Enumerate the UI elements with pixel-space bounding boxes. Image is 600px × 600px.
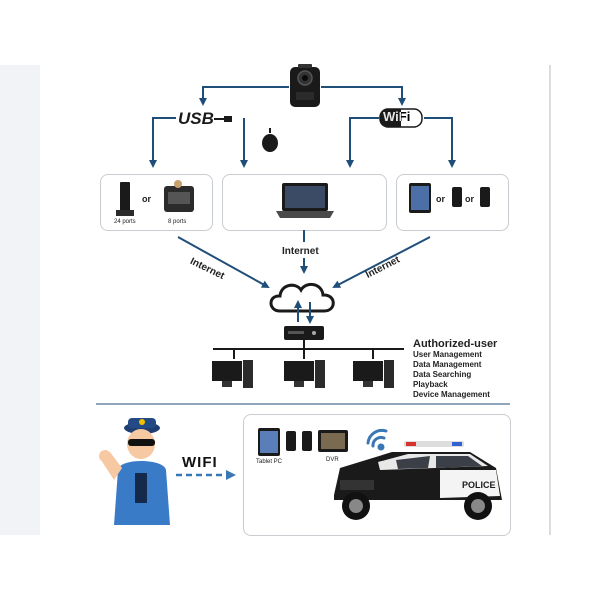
charger-icon bbox=[262, 128, 278, 152]
lower-tablet-icon bbox=[258, 428, 280, 456]
tablet-pc-label: Tablet PC bbox=[256, 459, 283, 465]
docking-left-label: 24 ports bbox=[114, 219, 136, 225]
dvr-icon bbox=[318, 430, 348, 452]
docking-right-label: 8 ports bbox=[168, 219, 187, 225]
cloud-icon bbox=[269, 282, 335, 313]
network-bus bbox=[213, 340, 404, 359]
authorized-item: Device Management bbox=[413, 390, 490, 399]
authorized-user-block: Authorized-user User Management Data Man… bbox=[413, 338, 497, 400]
policeman-icon bbox=[99, 418, 170, 525]
camera-connection-arrows bbox=[199, 86, 406, 106]
laptop-icon bbox=[276, 183, 334, 218]
right-side-line bbox=[549, 65, 551, 535]
distribution-arrows bbox=[149, 117, 456, 168]
left-side-band bbox=[0, 65, 40, 535]
body-camera-icon bbox=[290, 64, 320, 107]
or-label-tablet: or bbox=[436, 194, 445, 204]
dvr-label: DVR bbox=[326, 457, 339, 463]
internet-label-center: Internet bbox=[282, 246, 319, 257]
internet-arrows bbox=[177, 230, 431, 288]
docking-panel bbox=[100, 174, 213, 231]
authorized-item: Playback bbox=[413, 380, 448, 389]
usb-text: USB bbox=[178, 109, 214, 128]
server-icon bbox=[284, 326, 324, 340]
tablet-icon bbox=[409, 183, 431, 213]
police-car-icon bbox=[334, 441, 502, 520]
wifi-logo-icon bbox=[379, 108, 423, 128]
authorized-user-title: Authorized-user bbox=[413, 338, 498, 350]
police-text: POLICE bbox=[462, 480, 496, 490]
desktop-pc-icon bbox=[212, 360, 394, 388]
wifi-transfer-label: WIFI bbox=[182, 454, 218, 471]
authorized-item: Data Management bbox=[413, 360, 482, 369]
lower-phone-icon bbox=[286, 431, 312, 451]
cloud-up-down-arrows bbox=[294, 300, 314, 324]
phone-icon bbox=[452, 187, 490, 207]
authorized-item: User Management bbox=[413, 350, 482, 359]
authorized-item: Data Searching bbox=[413, 370, 472, 379]
or-label-phone: or bbox=[465, 194, 474, 204]
wifi-signal-icon bbox=[366, 428, 388, 451]
wifi-logo-text: WiFi bbox=[383, 109, 411, 124]
or-label-docking: or bbox=[142, 194, 151, 204]
usb-cable-icon: USB bbox=[178, 109, 232, 128]
docking-station-icon bbox=[116, 180, 194, 216]
